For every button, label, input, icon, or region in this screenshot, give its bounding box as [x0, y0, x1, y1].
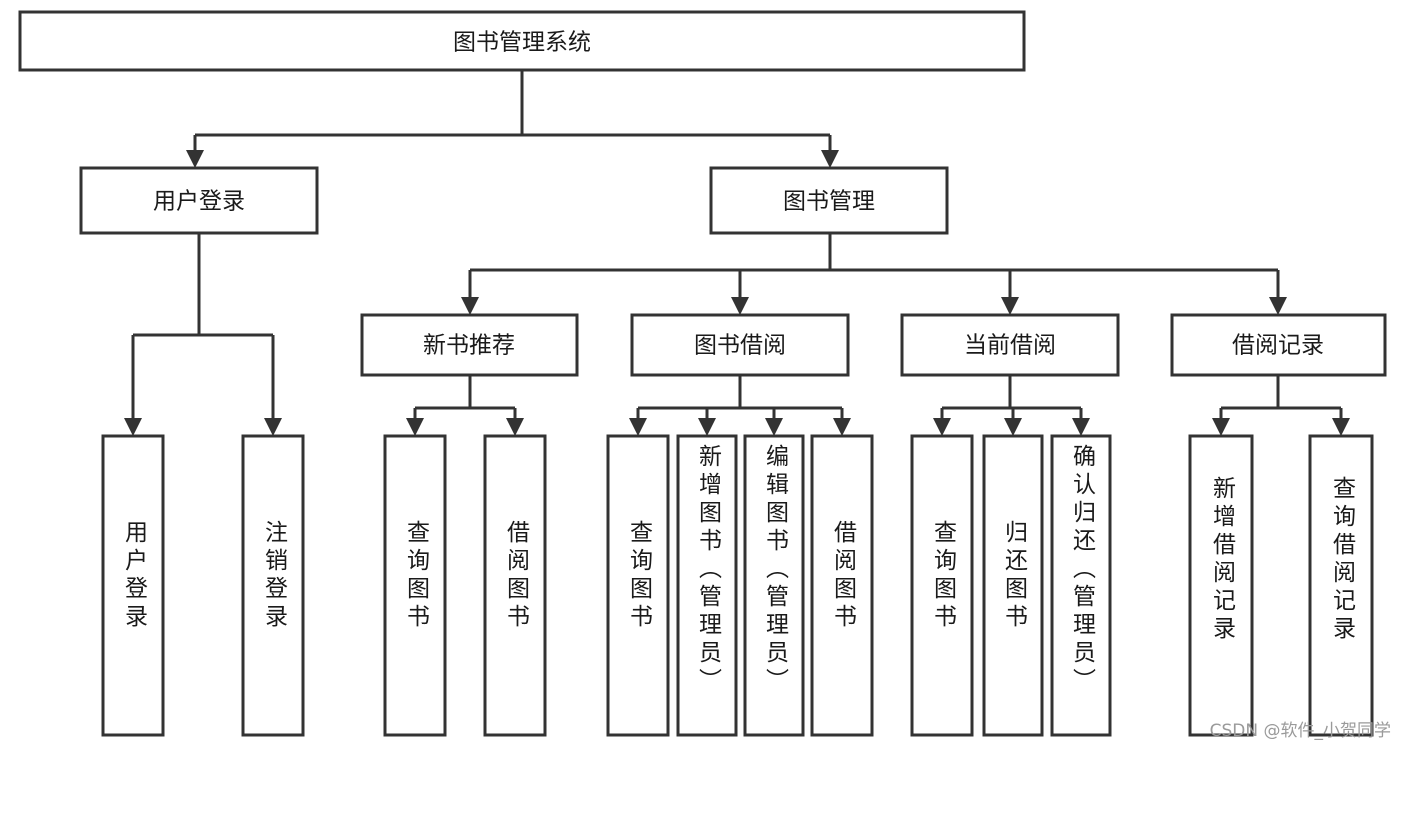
node-book-management-label: 图书管理	[783, 189, 875, 215]
node-leaf-borrow-book-recommend[interactable]	[483, 434, 547, 737]
node-borrow-record[interactable]: 借阅记录	[1170, 313, 1387, 377]
node-leaf-edit-book[interactable]	[743, 434, 805, 737]
node-user-login-label: 用户登录	[153, 189, 245, 215]
node-new-book-recommend[interactable]: 新书推荐	[360, 313, 579, 377]
arrowhead-leaf-query-borrow-record	[1332, 418, 1350, 436]
arrowhead-leaf-borrow-book-recommend	[506, 418, 524, 436]
arrowhead-leaf-add-borrow-record	[1212, 418, 1230, 436]
node-leaf-return-book[interactable]	[982, 434, 1044, 737]
arrowhead-leaf-query-book-borrow	[629, 418, 647, 436]
node-leaf-user-login[interactable]	[101, 434, 165, 737]
arrowhead-leaf-query-book-recommend	[406, 418, 424, 436]
arrowhead-leaf-user-login	[124, 418, 142, 436]
arrowhead-leaf-edit-book	[765, 418, 783, 436]
node-leaf-query-borrow-record[interactable]	[1308, 434, 1374, 737]
nodes-leaf-group	[101, 434, 1374, 737]
node-user-login[interactable]: 用户登录	[79, 166, 319, 235]
node-leaf-confirm-return[interactable]	[1050, 434, 1112, 737]
node-leaf-query-book-current[interactable]	[910, 434, 974, 737]
arrowhead-current-borrow	[1001, 297, 1019, 315]
node-borrow-record-label: 借阅记录	[1232, 333, 1324, 359]
node-root[interactable]: 图书管理系统	[18, 10, 1026, 72]
node-leaf-add-book[interactable]	[676, 434, 738, 737]
arrowhead-user-login	[186, 150, 204, 168]
node-book-borrow[interactable]: 图书借阅	[630, 313, 850, 377]
arrowhead-leaf-borrow-book	[833, 418, 851, 436]
arrowhead-book-management	[821, 150, 839, 168]
arrowhead-borrow-record	[1269, 297, 1287, 315]
node-root-label: 图书管理系统	[453, 30, 591, 56]
arrowhead-leaf-logout	[264, 418, 282, 436]
node-leaf-query-book-borrow[interactable]	[606, 434, 670, 737]
node-current-borrow-label: 当前借阅	[964, 333, 1056, 359]
arrowhead-leaf-add-book	[698, 418, 716, 436]
arrowhead-leaf-query-book-current	[933, 418, 951, 436]
arrowhead-leaf-return-book	[1004, 418, 1022, 436]
nodes-horizontal-group: 图书管理系统 用户登录 图书管理 新书推荐 图书借阅 当前借阅	[18, 10, 1387, 377]
node-book-management[interactable]: 图书管理	[709, 166, 949, 235]
arrowhead-leaf-confirm-return	[1072, 418, 1090, 436]
node-leaf-query-book-recommend[interactable]	[383, 434, 447, 737]
node-leaf-logout[interactable]	[241, 434, 305, 737]
arrowhead-book-borrow	[731, 297, 749, 315]
node-new-book-recommend-label: 新书推荐	[423, 333, 515, 359]
diagram-canvas: 图书管理系统 用户登录 图书管理 新书推荐 图书借阅 当前借阅	[18, 10, 1387, 737]
flowchart-diagram: 图书管理系统 用户登录 图书管理 新书推荐 图书借阅 当前借阅	[18, 10, 1391, 741]
node-leaf-borrow-book[interactable]	[810, 434, 874, 737]
csdn-watermark: CSDN @软件_小贺同学	[1209, 721, 1391, 741]
edges-group	[124, 70, 1350, 436]
node-book-borrow-label: 图书借阅	[694, 333, 786, 359]
arrowhead-new-book-recommend	[461, 297, 479, 315]
node-current-borrow[interactable]: 当前借阅	[900, 313, 1120, 377]
node-leaf-add-borrow-record[interactable]	[1188, 434, 1254, 737]
